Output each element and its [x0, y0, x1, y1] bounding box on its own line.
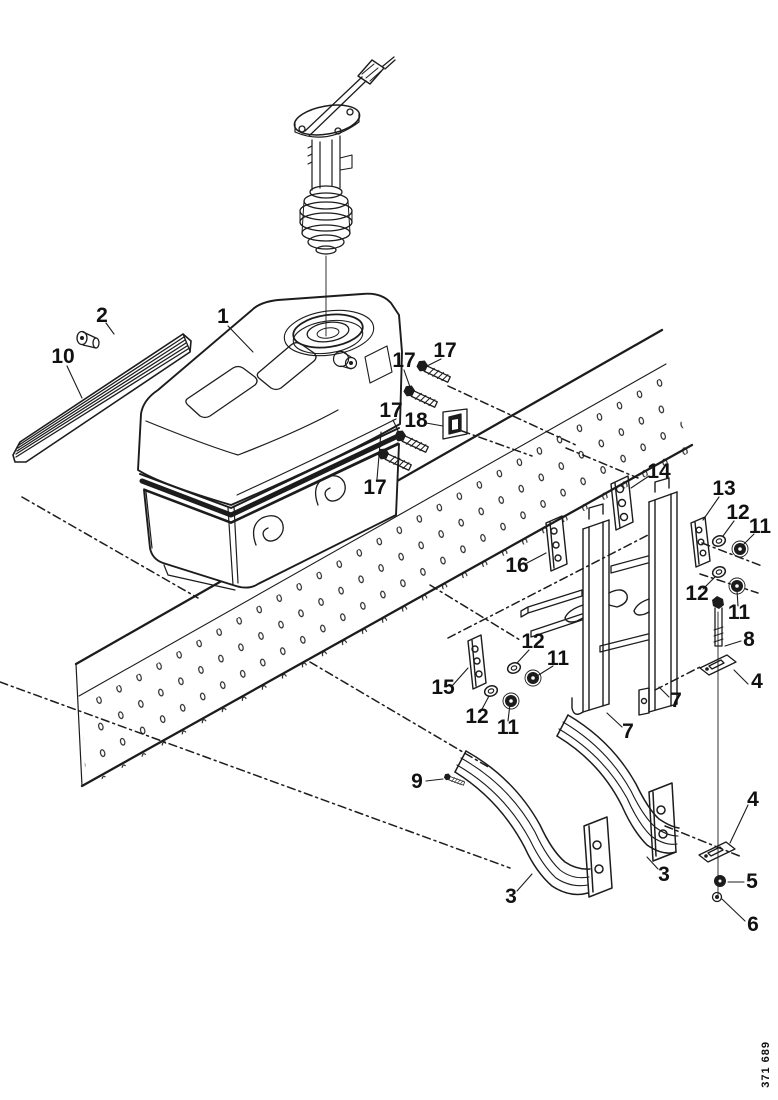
washers-and-nuts — [482, 533, 749, 710]
nut-5 — [714, 875, 726, 887]
bolt-9 — [442, 772, 466, 787]
washer-nut-6 — [711, 891, 723, 903]
wear-strip — [12, 333, 192, 463]
support-channels — [564, 477, 678, 716]
fuel-tank — [137, 292, 403, 591]
cross-bars — [520, 555, 649, 653]
fuel-sender-unit — [293, 56, 396, 255]
plug-fitting — [76, 330, 100, 349]
figure-number: 371 689 — [760, 1041, 772, 1088]
bolt-rod-8 — [712, 596, 724, 647]
backing-plates — [467, 475, 711, 690]
leader-lines — [66, 255, 755, 922]
tank-straps — [454, 714, 680, 898]
clamp-bracket-18 — [442, 408, 468, 440]
anchor-brackets — [698, 654, 737, 863]
frame-rail — [74, 328, 694, 788]
